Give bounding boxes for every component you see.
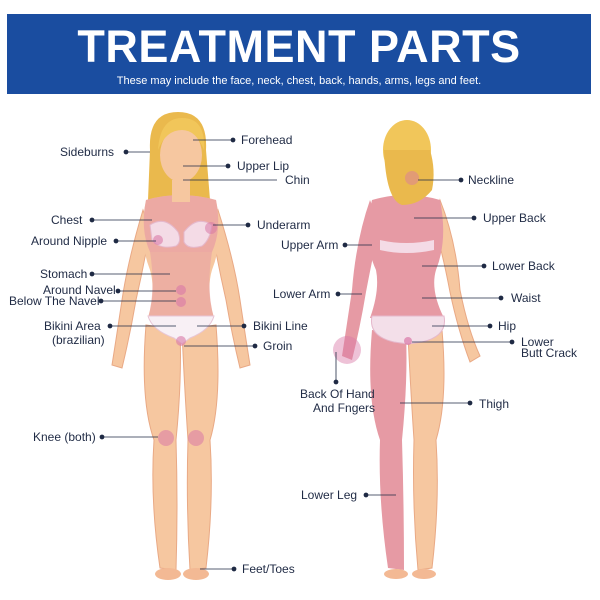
label-lower-arm: Lower Arm: [273, 287, 331, 301]
back-neckline-spot: [405, 171, 419, 185]
back-bra-strap: [380, 240, 434, 253]
label-lower-back: Lower Back: [492, 259, 555, 273]
label-upper-back: Upper Back: [483, 211, 546, 225]
back-right-leg: [407, 329, 445, 571]
front-face: [160, 128, 202, 182]
label-bikini-line: Bikini Line: [253, 319, 308, 333]
front-right-knee-spot: [188, 430, 204, 446]
back-butt-crack-spot: [404, 337, 412, 345]
front-left-leg: [143, 324, 181, 571]
back-torso: [367, 195, 444, 318]
label-forehead: Forehead: [241, 133, 293, 147]
front-figure: [111, 112, 251, 580]
back-hair-lower: [384, 150, 434, 205]
label-waist: Waist: [511, 291, 541, 305]
back-hand-spot: [333, 336, 361, 364]
label-bikini-area: Bikini Area: [44, 319, 101, 333]
label-sideburns: Sideburns: [60, 145, 115, 159]
label-stomach: Stomach: [40, 267, 88, 281]
label-below-the-navel: Below The Navel: [9, 294, 100, 308]
front-hair-top: [158, 118, 205, 150]
label-chest: Chest: [51, 213, 83, 227]
header-banner: TREATMENT PARTS These may include the fa…: [7, 14, 591, 94]
label-groin: Groin: [263, 339, 293, 353]
label-thigh: Thigh: [479, 397, 510, 411]
label-bikini-area-brazilian: (brazilian): [52, 333, 105, 347]
front-neck: [172, 180, 190, 202]
front-left-knee-spot: [158, 430, 174, 446]
label-underarm: Underarm: [257, 218, 311, 232]
front-right-leg: [181, 324, 219, 571]
front-nipple-spot: [153, 235, 163, 245]
label-hip: Hip: [498, 319, 517, 333]
label-lower-butt-crack-2: Butt Crack: [521, 346, 578, 360]
front-right-foot: [183, 568, 209, 580]
back-figure: [333, 120, 481, 579]
front-bra: [149, 220, 213, 248]
front-below-navel-spot: [176, 297, 186, 307]
label-chin: Chin: [285, 173, 310, 187]
back-left-leg: [370, 330, 407, 570]
label-upper-arm: Upper Arm: [281, 238, 339, 252]
page-title: TREATMENT PARTS: [77, 21, 521, 72]
label-knee: Knee (both): [33, 430, 96, 444]
label-upper-lip: Upper Lip: [237, 159, 290, 173]
back-right-arm: [433, 198, 481, 363]
front-navel-spot: [176, 285, 186, 295]
label-lower-leg: Lower Leg: [301, 488, 358, 502]
page-subtitle: These may include the face, neck, chest,…: [116, 75, 482, 87]
back-right-foot: [412, 569, 436, 579]
leader-lines: [89, 137, 515, 572]
label-back-of-hand-fingers: And Fngers: [313, 401, 376, 415]
back-panties: [370, 315, 446, 345]
front-underarm-spot: [205, 222, 217, 234]
label-back-of-hand: Back Of Hand: [300, 387, 375, 401]
front-groin-spot: [176, 336, 186, 346]
front-right-arm: [211, 208, 251, 369]
label-lower-butt-crack-1: Lower: [521, 335, 554, 349]
label-around-navel: Around Navel: [43, 283, 116, 297]
front-left-foot: [155, 568, 181, 580]
label-feet-toes: Feet/Toes: [242, 562, 295, 576]
label-around-nipple: Around Nipple: [31, 234, 108, 248]
label-neckline: Neckline: [468, 173, 515, 187]
back-left-foot: [384, 569, 408, 579]
